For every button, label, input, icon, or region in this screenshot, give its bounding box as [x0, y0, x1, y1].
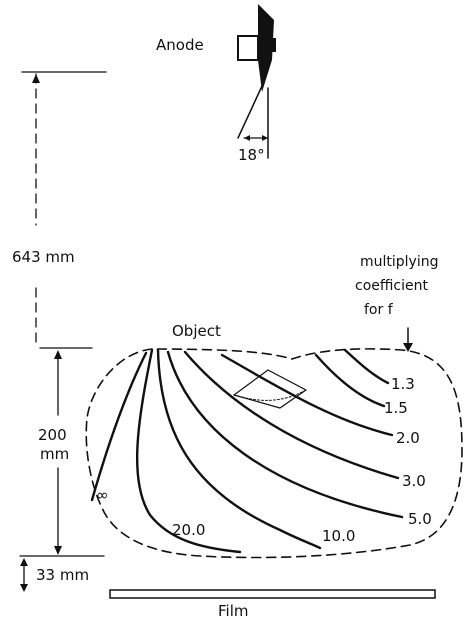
contour-label-5.0: 5.0	[408, 510, 432, 528]
beam-edge-line	[237, 85, 263, 139]
source-distance-arrowhead	[32, 74, 40, 83]
angle-arrowhead-left	[244, 135, 250, 141]
contour-line-1.3	[343, 348, 390, 385]
coefficient-label-line1: multiplying	[360, 254, 439, 270]
contour-label-1.5: 1.5	[384, 399, 408, 417]
contour-label-3.0: 3.0	[402, 472, 426, 490]
gap-arrow-top	[20, 558, 28, 566]
contour-line-1.5	[314, 353, 386, 408]
coefficient-label-line2: coefficient	[355, 278, 428, 294]
gap-label: 33 mm	[36, 566, 89, 584]
object-height-label-line2: mm	[40, 445, 69, 463]
contour-label-1.3: 1.3	[391, 375, 415, 393]
contour-label-infinity: ∞	[96, 486, 109, 504]
coefficient-label-line3: for f	[364, 302, 394, 318]
anode-body	[237, 35, 259, 61]
anode-label: Anode	[156, 36, 204, 54]
contour-line-3.0	[183, 350, 400, 480]
source-distance-dimension	[21, 71, 107, 349]
film-label: Film	[218, 602, 248, 620]
contour-line-20.0	[135, 348, 242, 554]
gap-arrow-bottom	[20, 584, 28, 592]
angle-arrowhead-right	[262, 135, 268, 141]
contour-label-10.0: 10.0	[322, 527, 355, 545]
object-height-label-line1: 200	[38, 426, 67, 444]
distance-source-label: 643 mm	[12, 248, 75, 266]
anode-assembly	[237, 4, 276, 159]
contour-line-10.0	[156, 348, 322, 550]
contour-label-2.0: 2.0	[396, 429, 420, 447]
film-plate	[109, 589, 436, 599]
coefficient-arrow	[403, 327, 413, 352]
gap-dimension	[19, 555, 105, 592]
contour-line-infinity	[90, 351, 148, 502]
object-feature-dotted	[233, 389, 307, 401]
anode-target	[258, 4, 274, 92]
contour-label-20.0: 20.0	[172, 521, 205, 539]
object-height-arrow-top	[54, 350, 62, 359]
angle-label: 18°	[238, 146, 265, 164]
object-height-arrow-bottom	[54, 546, 62, 555]
object-height-dimension	[39, 347, 93, 555]
object-outline	[85, 348, 463, 559]
coefficient-contours	[90, 348, 404, 554]
object-label: Object	[172, 322, 221, 340]
contour-line-5.0	[166, 350, 404, 519]
object-feature-outline	[233, 369, 307, 409]
contour-line-2.0	[220, 353, 394, 437]
